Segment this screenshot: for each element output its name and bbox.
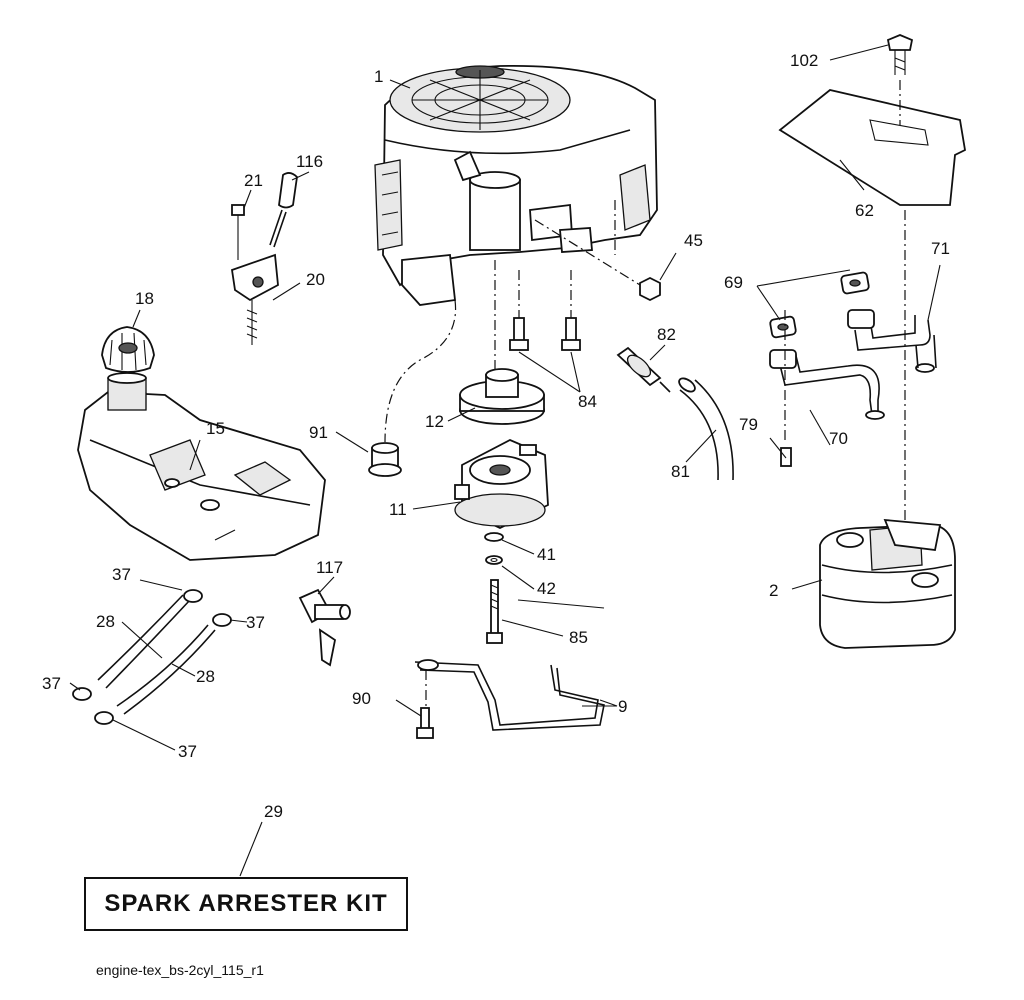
diagram-caption: engine-tex_bs-2cyl_115_r1 xyxy=(96,962,264,978)
spacer-drawing xyxy=(368,299,457,477)
part-number-labels: 1 2 9 11 12 15 18 20 21 28 28 29 37 37 3… xyxy=(42,51,950,821)
label-71: 71 xyxy=(931,239,950,258)
label-117: 117 xyxy=(316,558,343,577)
label-28-lower: 28 xyxy=(196,667,215,686)
label-37-top: 37 xyxy=(112,565,131,584)
label-70: 70 xyxy=(829,429,848,448)
label-91: 91 xyxy=(309,423,328,442)
label-11: 11 xyxy=(389,500,407,519)
bracket-drawing xyxy=(414,659,605,739)
exhaust-pipes-drawing xyxy=(769,271,937,467)
label-41: 41 xyxy=(537,545,556,564)
label-45: 45 xyxy=(684,231,703,250)
label-29: 29 xyxy=(264,802,283,821)
label-2: 2 xyxy=(769,581,778,600)
label-69: 69 xyxy=(724,273,743,292)
label-20: 20 xyxy=(306,270,325,289)
nut-drawing xyxy=(534,219,661,302)
heat-shield-drawing xyxy=(778,34,966,520)
shutoff-valve-drawing xyxy=(298,588,351,667)
label-79: 79 xyxy=(739,415,758,434)
label-37-left: 37 xyxy=(42,674,61,693)
label-81: 81 xyxy=(671,462,690,481)
fuel-filter-drawing xyxy=(616,346,734,481)
label-42: 42 xyxy=(537,579,556,598)
label-116: 116 xyxy=(296,152,323,171)
label-37-right: 37 xyxy=(246,613,265,632)
pulley-drawing xyxy=(459,368,545,425)
throttle-control-drawing xyxy=(230,172,298,345)
label-84: 84 xyxy=(578,392,597,411)
engine-bolts xyxy=(509,270,581,351)
label-62: 62 xyxy=(855,201,874,220)
label-82: 82 xyxy=(657,325,676,344)
label-15: 15 xyxy=(206,419,225,438)
muffler-drawing xyxy=(819,518,956,649)
label-102: 102 xyxy=(790,51,818,70)
label-18: 18 xyxy=(135,289,154,308)
label-9: 9 xyxy=(618,697,627,716)
fuel-cap-drawing xyxy=(101,326,155,373)
fuel-hoses-drawing xyxy=(72,589,232,725)
fuel-tank-drawing xyxy=(77,372,326,561)
label-28-upper: 28 xyxy=(96,612,115,631)
label-21: 21 xyxy=(244,171,263,190)
label-90: 90 xyxy=(352,689,371,708)
leader-lines xyxy=(69,44,941,877)
engine-drawing xyxy=(374,64,658,306)
label-1: 1 xyxy=(374,67,383,86)
clutch-drawing xyxy=(454,439,549,529)
label-37-bottom: 37 xyxy=(178,742,197,761)
spark-arrester-kit-label: SPARK ARRESTER KIT xyxy=(84,877,408,931)
label-12: 12 xyxy=(425,412,444,431)
washers xyxy=(484,532,504,565)
label-85: 85 xyxy=(569,628,588,647)
clutch-bolt xyxy=(486,579,503,644)
